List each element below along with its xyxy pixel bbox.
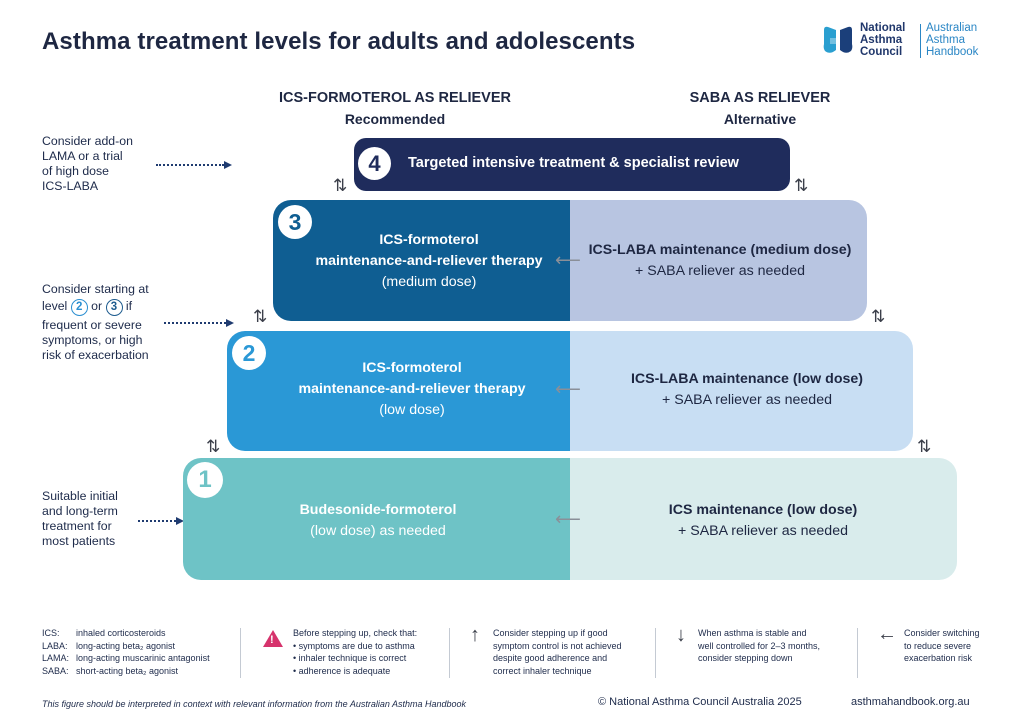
legend-divider (857, 628, 858, 678)
level-3-badge: 3 (105, 299, 123, 316)
national-asthma-council-logo: National Asthma Council Australian Asthm… (822, 22, 992, 62)
step-up-down-arrow-icon: ⇅ (917, 437, 931, 456)
page-title: Asthma treatment levels for adults and a… (42, 28, 636, 55)
level-1-box: 1 Budesonide-formoterol (low dose) as ne… (183, 458, 957, 580)
note-level-4: Consider add-on LAMA or a trial of high … (42, 134, 133, 193)
step-up-down-arrow-icon: ⇅ (794, 176, 808, 195)
pointer-arrow-icon (226, 319, 234, 327)
right-column-title: SABA AS RELIEVER (689, 90, 831, 106)
pointer-arrow-icon (224, 161, 232, 169)
step-up-down-arrow-icon: ⇅ (253, 307, 267, 326)
legend-abbreviations: ICS:inhaled corticosteroids LABA:long-ac… (42, 628, 210, 676)
level-2-recommended-text: ICS-formoterol maintenance-and-reliever … (298, 360, 526, 418)
footer-disclaimer: This figure should be interpreted in con… (42, 699, 467, 709)
level-2-recommended (227, 331, 570, 451)
note-level-2-3: Consider starting at level 2 or 3 if fre… (42, 282, 149, 362)
level-4-number: 4 (358, 147, 391, 180)
switch-left-arrow-icon: ⟵ (555, 379, 581, 399)
footer-copyright: © National Asthma Council Australia 2025 (598, 696, 802, 708)
step-down-arrow-icon: ↓ (676, 624, 686, 646)
level-2-number: 2 (232, 336, 266, 370)
legend-check: Before stepping up, check that: • sympto… (293, 628, 418, 676)
level-2-box: 2 ICS-formoterol maintenance-and-relieve… (227, 331, 913, 451)
warning-mark: ! (270, 634, 274, 646)
left-column-title: ICS-FORMOTEROL AS RELIEVER (278, 90, 511, 106)
level-1-alternative-text: ICS maintenance (low dose) + SABA reliev… (668, 502, 858, 539)
level-1-recommended (183, 458, 570, 580)
step-up-arrow-icon: ↑ (470, 624, 480, 646)
step-up-down-arrow-icon: ⇅ (206, 437, 220, 456)
level-3-recommended (273, 200, 570, 321)
lung-logo-icon (823, 26, 853, 53)
right-column-subtitle: Alternative (723, 111, 797, 127)
switch-left-arrow-icon: ⟵ (555, 250, 581, 270)
level-3-number: 3 (278, 205, 312, 239)
switch-left-arrow-icon: ⟵ (555, 509, 581, 529)
level-2-alternative-text: ICS-LABA maintenance (low dose) + SABA r… (630, 371, 863, 408)
level-2-alternative (570, 331, 913, 451)
legend-step-up: Consider stepping up if good symptom con… (493, 628, 622, 676)
level-4-text: Targeted intensive treatment & specialis… (408, 155, 739, 171)
left-column-subtitle: Recommended (344, 111, 446, 127)
level-1-number: 1 (187, 462, 223, 498)
level-3-box: 3 ICS-formoterol maintenance-and-relieve… (273, 200, 867, 321)
switch-left-arrow-icon: ← (877, 623, 897, 645)
dotted-pointer-level-1 (138, 520, 176, 522)
step-up-down-arrow-icon: ⇅ (333, 176, 347, 195)
pointer-arrow-icon (176, 517, 184, 525)
level-1-alternative (570, 458, 957, 580)
logo-org-name: National Asthma Council (860, 22, 906, 58)
legend-step-down: When asthma is stable and well controlle… (698, 628, 821, 663)
step-up-down-arrow-icon: ⇅ (871, 307, 885, 326)
legend-switch: Consider switching to reduce severe exac… (904, 628, 980, 663)
level-3-alternative-text: ICS-LABA maintenance (medium dose) + SAB… (588, 242, 852, 279)
warning-triangle-icon (263, 630, 283, 647)
level-2-badge: 2 (70, 299, 88, 316)
dotted-pointer-level-4 (156, 164, 224, 166)
legend-divider (240, 628, 241, 678)
logo-handbook-name: Australian Asthma Handbook (926, 22, 979, 58)
level-3-recommended-text: ICS-formoterol maintenance-and-reliever … (315, 232, 543, 290)
note-level-1: Suitable initial and long-term treatment… (42, 489, 118, 548)
legend-divider (449, 628, 450, 678)
legend-divider (655, 628, 656, 678)
footer-url-link[interactable]: asthmahandbook.org.au (851, 696, 970, 708)
level-4-box: 4 Targeted intensive treatment & special… (354, 138, 790, 191)
dotted-pointer-level-2-3 (164, 322, 226, 324)
level-3-alternative (570, 200, 867, 321)
level-1-recommended-text: Budesonide-formoterol (low dose) as need… (299, 502, 457, 539)
logo-divider (920, 24, 921, 58)
